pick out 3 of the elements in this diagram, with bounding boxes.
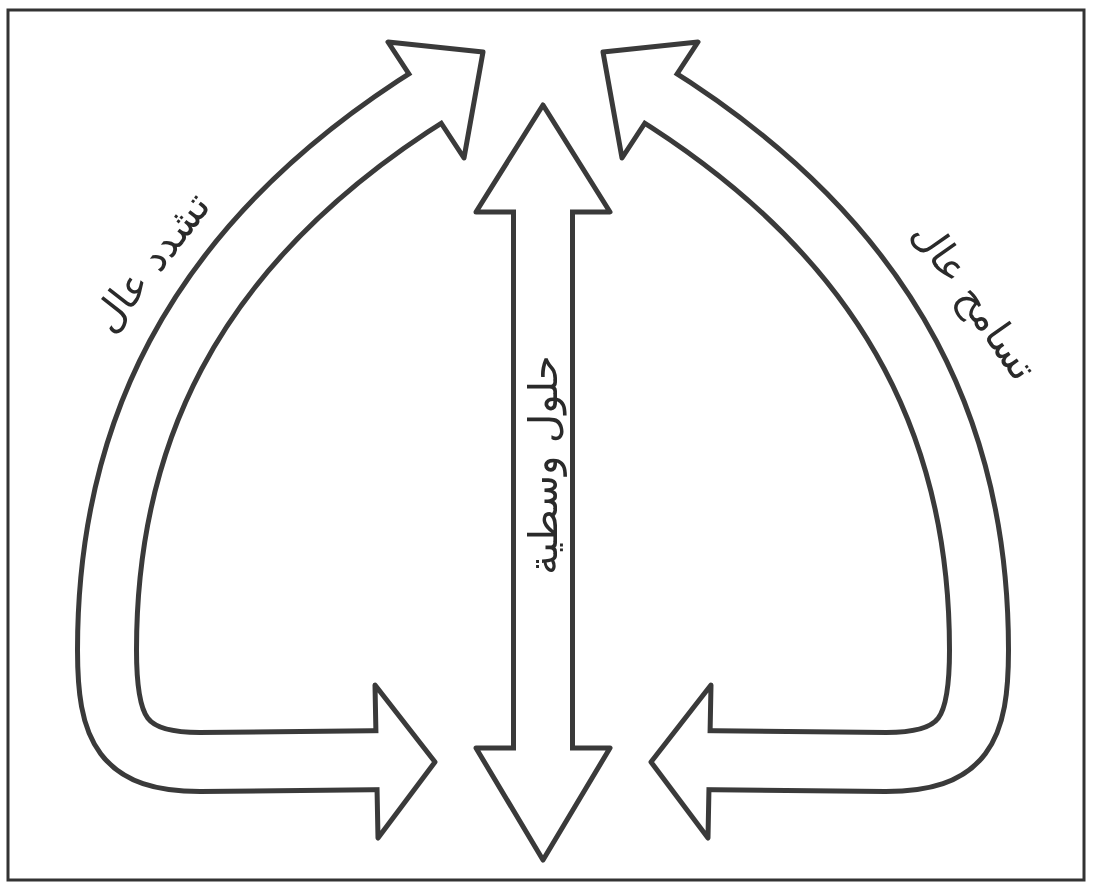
arrow-label: تسامح عال [903, 211, 1047, 389]
arrow-label: حلول وسطية [519, 355, 566, 575]
arrow-label: تشدد عال [81, 183, 219, 341]
